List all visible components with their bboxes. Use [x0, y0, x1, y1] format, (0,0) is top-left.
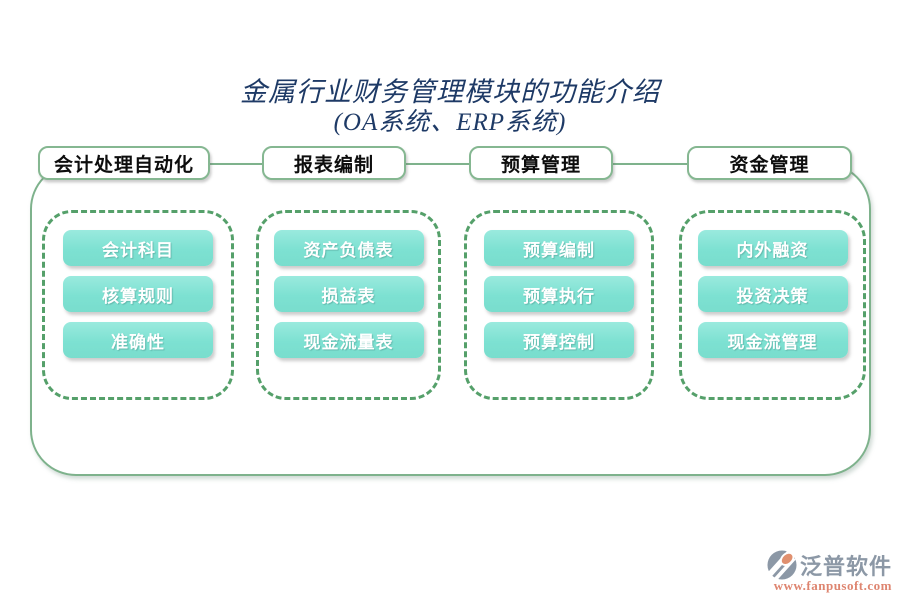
button-internal-external-financing[interactable]: 内外融资 — [697, 230, 848, 266]
button-budget-preparation[interactable]: 预算编制 — [484, 230, 634, 266]
group-accounting-automation: 会计科目 核算规则 准确性 — [42, 210, 234, 400]
brand-name: 泛普软件 — [799, 554, 892, 579]
button-balance-sheet[interactable]: 资产负债表 — [273, 230, 424, 266]
group-fund-management: 内外融资 投资决策 现金流管理 — [679, 210, 866, 400]
button-accounting-rules[interactable]: 核算规则 — [63, 276, 213, 312]
tab-fund-management[interactable]: 资金管理 — [687, 146, 852, 180]
button-cash-flow-management[interactable]: 现金流管理 — [697, 322, 848, 358]
tab-accounting-automation[interactable]: 会计处理自动化 — [38, 146, 210, 180]
page-subtitle: (OA系统、ERP系统) — [333, 109, 567, 136]
tab-budget-management[interactable]: 预算管理 — [469, 146, 613, 180]
group-report-compilation: 资产负债表 损益表 现金流量表 — [256, 210, 441, 400]
page-title: 金属行业财务管理模块的功能介绍 — [240, 77, 660, 107]
brand-block: 泛普软件 www.fanpusoft.com — [766, 549, 892, 594]
button-cash-flow-statement[interactable]: 现金流量表 — [273, 322, 424, 358]
brand-url[interactable]: www.fanpusoft.com — [773, 578, 892, 593]
tab-report-compilation[interactable]: 报表编制 — [262, 146, 406, 180]
group-budget-management: 预算编制 预算执行 预算控制 — [464, 210, 654, 400]
button-accuracy[interactable]: 准确性 — [63, 322, 213, 358]
fanpu-logo-icon — [766, 550, 797, 580]
button-investment-decision[interactable]: 投资决策 — [697, 276, 848, 312]
button-budget-execution[interactable]: 预算执行 — [484, 276, 634, 312]
button-accounting-subjects[interactable]: 会计科目 — [63, 230, 213, 266]
button-income-statement[interactable]: 损益表 — [273, 276, 424, 312]
button-budget-control[interactable]: 预算控制 — [484, 322, 634, 358]
